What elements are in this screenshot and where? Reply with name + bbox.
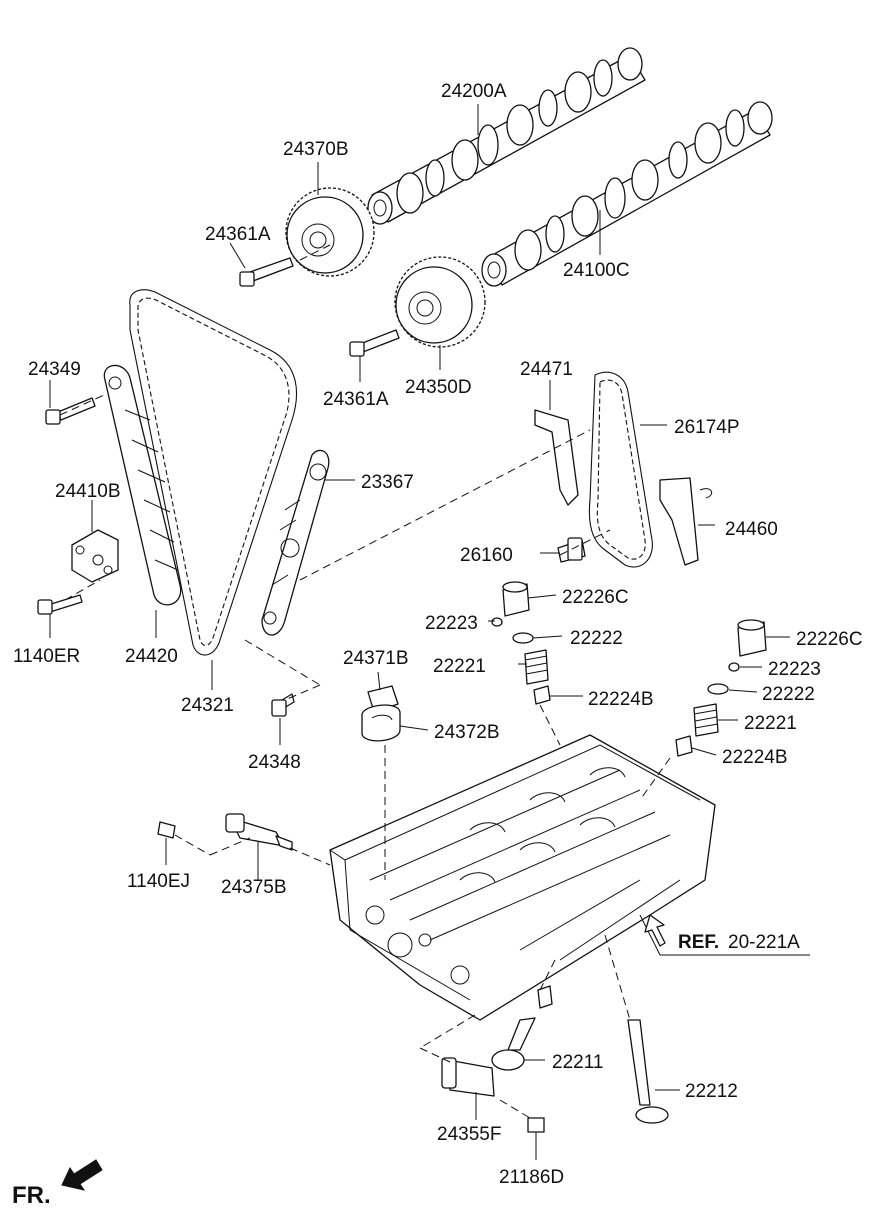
label-26174P: 26174P	[674, 417, 740, 438]
label-24321: 24321	[181, 695, 234, 716]
bolt-lower	[527, 1117, 545, 1133]
valve-guide	[537, 985, 553, 1009]
timing-chain	[129, 289, 297, 656]
label-22221-left: 22221	[433, 656, 486, 677]
leader-lines	[49, 104, 810, 1160]
ref-number: 20-221A	[728, 932, 800, 953]
front-label: FR.	[12, 1182, 51, 1209]
cylinder-head	[329, 734, 716, 1021]
labels: 24200A 24370B 24361A 24100C 24361A 24350…	[12, 81, 863, 1209]
label-22226C-right: 22226C	[796, 629, 863, 650]
exhaust-valve	[627, 1019, 669, 1124]
intake-camshaft	[481, 101, 773, 287]
spring-b	[693, 703, 719, 737]
label-22226C-left: 22226C	[562, 587, 629, 608]
label-24372B: 24372B	[434, 722, 500, 743]
cam-cap-b	[361, 704, 401, 742]
exhaust-cvvt-sprocket	[285, 187, 375, 277]
label-22222-right: 22222	[762, 684, 815, 705]
label-24355F: 24355F	[437, 1124, 501, 1145]
oil-chain-tensioner	[659, 477, 713, 566]
label-23367: 23367	[361, 472, 414, 493]
label-24460: 24460	[725, 519, 778, 540]
label-1140EJ: 1140EJ	[127, 871, 190, 892]
label-24350D: 24350D	[405, 377, 472, 398]
tappet-a	[502, 581, 530, 617]
lower-oil-control-valve	[441, 1057, 495, 1097]
label-24370B: 24370B	[283, 139, 349, 160]
label-22222-left: 22222	[570, 628, 623, 649]
oil-chain-guide	[534, 409, 579, 506]
label-22223-right: 22223	[768, 659, 821, 680]
chain-guide	[261, 449, 330, 636]
label-24349: 24349	[28, 359, 81, 380]
bolt-oil	[557, 537, 586, 563]
intake-cvvt-sprocket	[394, 256, 486, 348]
retainer-a	[512, 632, 534, 644]
bolt-tensioner	[37, 594, 83, 615]
label-22223-left: 22223	[425, 613, 478, 634]
oil-control-valve	[225, 813, 293, 851]
cotter-b	[728, 662, 740, 672]
label-24361A-lower: 24361A	[323, 389, 389, 410]
label-24375B: 24375B	[221, 877, 287, 898]
bolt-exhaust-sprocket	[239, 257, 294, 287]
label-1140ER: 1140ER	[13, 646, 80, 667]
spring-a	[524, 649, 549, 685]
chain-tensioner	[71, 529, 119, 583]
retainer-b	[707, 683, 729, 695]
seal-a	[533, 685, 551, 705]
bolt-ocv	[157, 821, 176, 839]
label-22221-right: 22221	[744, 713, 797, 734]
label-22224B-left: 22224B	[588, 689, 654, 710]
bolt-intake-sprocket	[349, 329, 400, 357]
label-24410B: 24410B	[55, 481, 121, 502]
exhaust-camshaft	[367, 47, 646, 225]
label-24100C: 24100C	[563, 260, 630, 281]
label-24348: 24348	[248, 752, 301, 773]
ref-arrow-icon	[644, 914, 666, 947]
label-24371B: 24371B	[343, 648, 409, 669]
oil-pump-chain	[588, 371, 653, 568]
cotter-a	[491, 617, 503, 627]
ref-prefix: REF.	[678, 932, 719, 953]
tensioner-arm	[103, 364, 182, 606]
label-24361A-upper: 24361A	[205, 224, 271, 245]
seal-b	[675, 735, 693, 757]
label-24200A: 24200A	[441, 81, 507, 102]
label-21186D: 21186D	[499, 1167, 564, 1188]
dashed-guide-lines	[59, 244, 671, 1119]
label-22212: 22212	[685, 1081, 738, 1102]
intake-valve	[491, 1017, 536, 1071]
label-24420: 24420	[125, 646, 178, 667]
label-22211: 22211	[552, 1052, 603, 1073]
label-22224B-right: 22224B	[722, 747, 788, 768]
tappet-b	[737, 619, 767, 657]
label-24471: 24471	[520, 359, 573, 380]
label-26160: 26160	[460, 545, 513, 566]
front-arrow-icon	[61, 1159, 103, 1191]
